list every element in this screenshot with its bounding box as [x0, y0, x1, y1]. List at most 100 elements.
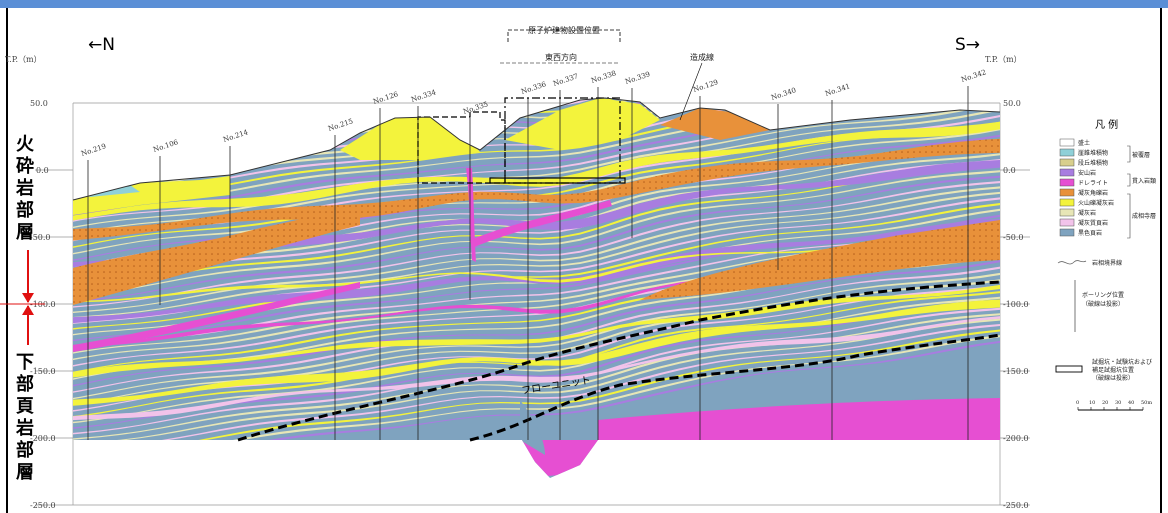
- legend-title: 凡 例: [1095, 118, 1118, 131]
- legend-swatch: [1059, 198, 1075, 207]
- thin-stratum: [73, 262, 1000, 396]
- zousei-pointer: [679, 62, 703, 121]
- hill-breccia-east: [660, 108, 770, 140]
- left-border: [6, 8, 8, 513]
- side-char: 部: [16, 439, 34, 461]
- dolerite-intrusion-base: [598, 398, 1000, 440]
- lapilli-flow-unit: [73, 298, 1000, 407]
- legend-item-label: 盛土: [1078, 139, 1090, 147]
- legend-swatch: [1059, 208, 1075, 217]
- borehole-label: No.341: [824, 82, 851, 98]
- borehole-label: No.214: [222, 128, 250, 144]
- borehole-label: No.339: [624, 70, 651, 86]
- side-char: 火: [16, 134, 35, 155]
- legend-bracket-1: [1127, 145, 1131, 163]
- borehole-label: No.337: [552, 72, 579, 88]
- legend-item-label: 凝灰質頁岩: [1078, 219, 1108, 227]
- legend-boring-label: ボーリング位置: [1082, 291, 1124, 299]
- legend-swatch: [1059, 148, 1075, 157]
- thin-stratum: [73, 269, 1000, 402]
- legend-item-label: 凝灰岩: [1078, 209, 1096, 217]
- hill-lapilli-west: [340, 117, 480, 160]
- top-caption: 原子炉建物設置位置: [528, 25, 600, 35]
- lapilli-band-thin: [73, 235, 1000, 303]
- breccia-band-upper-dots: [73, 138, 1000, 242]
- breccia-mass-left-dots: [73, 205, 360, 305]
- legend-swatch: [1059, 228, 1075, 237]
- breccia-mass-right-dots: [640, 220, 1000, 300]
- borehole-label: No.334: [410, 88, 438, 104]
- legend-item-label: 凝灰角礫岩: [1078, 189, 1108, 197]
- borehole-label: No.342: [960, 68, 987, 84]
- strata-layers: [73, 98, 1000, 478]
- thin-stratum: [73, 317, 1000, 447]
- north-label: ←N: [88, 35, 115, 55]
- legend-bracket-2: [1127, 173, 1131, 187]
- legend-item-label: 段丘堆積物: [1078, 159, 1108, 167]
- legend-swatch: [1059, 188, 1075, 197]
- zousei-label: 造成線: [690, 52, 714, 62]
- elev-left-0: 50.0: [30, 99, 48, 108]
- scale-tick-label: 30: [1115, 400, 1121, 406]
- thin-stratum: [73, 162, 1000, 293]
- lapilli-cap-west: [73, 176, 230, 215]
- side-label-upper: 火砕岩部層: [15, 134, 35, 243]
- legend-item-label: 火山礫凝灰岩: [1078, 199, 1114, 207]
- side-char: 砕: [16, 156, 34, 177]
- legend-test-label: 試掘坑・試験坑および: [1092, 358, 1152, 366]
- thin-stratum: [73, 150, 1000, 282]
- thin-stratum: [73, 338, 1000, 470]
- thin-stratum: [73, 98, 1000, 194]
- borehole-label: No.215: [327, 117, 354, 133]
- test-adit: [489, 177, 626, 184]
- legend: 凡 例 盛土崖錐堆積物段丘堆積物安山岩ドレライト凝灰角礫岩火山礫凝灰岩凝灰岩凝灰…: [1055, 118, 1156, 411]
- thin-stratum: [73, 306, 1000, 436]
- side-char: 頁: [16, 396, 34, 417]
- tp-label-left: T.P.（m）: [5, 55, 42, 64]
- elev-right-5: -200.0: [1003, 434, 1029, 443]
- legend-swatch: [1059, 158, 1075, 167]
- side-char: 下: [16, 352, 34, 373]
- dolerite-dike: [466, 168, 476, 262]
- legend-bracket-3: [1127, 193, 1131, 239]
- thin-stratum: [73, 104, 1000, 238]
- legend-swatch: [1059, 168, 1075, 177]
- borehole-lines: [87, 86, 969, 440]
- thin-stratum: [73, 256, 1000, 389]
- elev-right-2: -50.0: [1003, 233, 1024, 242]
- ew-label: 東西方向: [545, 52, 577, 62]
- legend-swatch: [1059, 178, 1075, 187]
- legend-item-label: ドレライト: [1078, 180, 1108, 187]
- elev-left-5: -200.0: [30, 434, 56, 443]
- legend-swatch: [1059, 218, 1075, 227]
- elev-left-2: -50.0: [30, 233, 51, 242]
- scale-tick-label: 10: [1089, 400, 1095, 406]
- legend-boundary-label: 岩相境界線: [1092, 259, 1122, 267]
- thin-stratum: [73, 327, 1000, 458]
- legend-item-label: 黒色頁岩: [1078, 229, 1102, 237]
- tp-label-right: T.P.（m）: [985, 55, 1022, 64]
- right-border: [1160, 8, 1162, 513]
- elev-left-1: 0.0: [36, 166, 49, 175]
- side-labels: 火砕岩部層 下部頁岩部層: [15, 134, 35, 483]
- side-char: 岩: [15, 177, 34, 199]
- borehole-label: No.336: [520, 80, 548, 96]
- thin-stratum: [73, 300, 1000, 431]
- flow-unit-lower-boundary: [469, 333, 1001, 442]
- lapilli-band-mid: [73, 281, 1000, 380]
- borehole-label: No.129: [692, 78, 719, 94]
- legend-test-sub: （破線は投影）: [1092, 374, 1134, 382]
- borehole-label: No.219: [80, 142, 107, 158]
- thin-stratum: [73, 288, 1000, 420]
- scale-tick-label: 0: [1076, 400, 1079, 406]
- borehole-label: No.106: [152, 138, 180, 154]
- scale-tick-label: 50m: [1141, 400, 1152, 406]
- borehole-label: No.126: [372, 90, 400, 106]
- legend-test-label2: 補足試掘坑位置: [1092, 366, 1134, 374]
- elev-right-3: -100.0: [1003, 300, 1029, 309]
- shale-fold: [520, 400, 545, 455]
- flow-unit-upper-boundary: [237, 280, 1001, 442]
- legend-item-label: 安山岩: [1078, 169, 1096, 177]
- thin-stratum: [73, 322, 1000, 452]
